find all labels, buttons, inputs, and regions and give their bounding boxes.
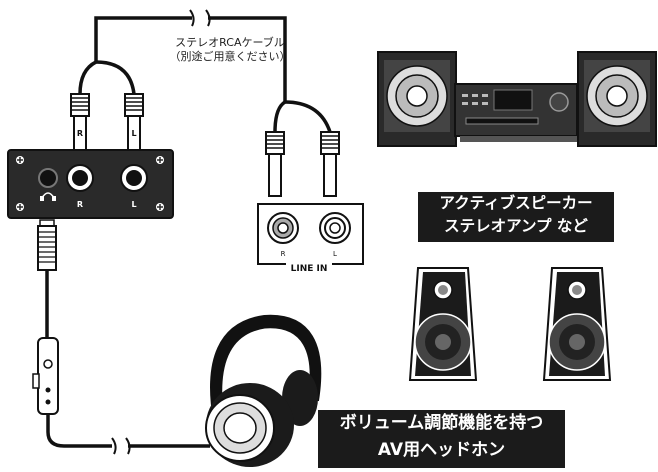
headphone-caption-line2: AV用ヘッドホン (377, 440, 506, 460)
line-in-panel: R L LINE IN (257, 203, 364, 274)
headphone-jack (38, 168, 58, 188)
rca-plug-l-left: L (124, 93, 144, 151)
rca-plug-r-left: R (70, 93, 90, 151)
jack-r-label: R (77, 200, 83, 209)
headphone-caption: ボリューム調節機能を持つ AV用ヘッドホン (318, 410, 565, 468)
active-speaker-left (408, 267, 478, 381)
inline-volume-control (32, 337, 59, 415)
rca-cable-label-line1: ステレオRCAケーブル (175, 36, 285, 49)
rca-cable-label-line2: （別途ご用意ください） (169, 50, 291, 63)
line-in-title: LINE IN (291, 264, 328, 274)
svg-text:R: R (77, 129, 83, 138)
speaker-caption-line1: アクティブスピーカー (439, 194, 593, 212)
line-in-r-label: R (281, 250, 286, 258)
headphones (205, 314, 322, 467)
svg-text:L: L (131, 129, 136, 138)
headphone-caption-line1: ボリューム調節機能を持つ (339, 413, 544, 433)
jack-box: R L (7, 149, 174, 219)
speaker-caption: アクティブスピーカー ステレオアンプ など (418, 192, 614, 242)
speaker-caption-line2: ステレオアンプ など (444, 217, 588, 235)
rca-cable (78, 9, 332, 133)
jack-l-label: L (131, 200, 136, 209)
rca-cable-label: ステレオRCAケーブル （別途ご用意ください） (130, 36, 330, 64)
line-in-l-label: L (333, 250, 337, 258)
headphone-cable (32, 219, 210, 455)
active-speaker-right (542, 267, 612, 381)
rca-plug-l-right (320, 131, 340, 197)
stereo-system (377, 51, 657, 147)
rca-plug-r-right (265, 131, 285, 197)
